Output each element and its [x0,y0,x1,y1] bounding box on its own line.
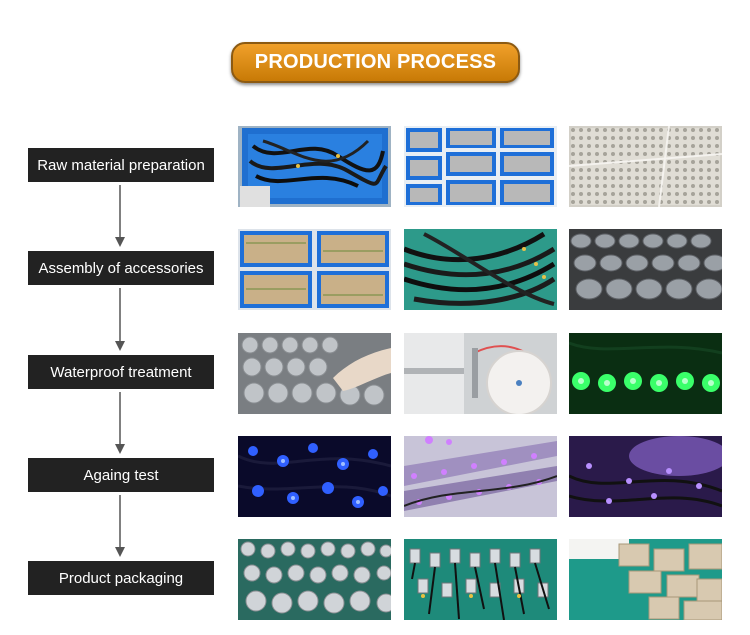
step-assembly-of-accessories: Assembly of accessories [28,251,214,285]
blue-trays-parts-photo [404,126,557,207]
blue-led-aging-photo [238,436,391,517]
down-arrow-icon [115,288,125,351]
down-arrow-icon [115,392,125,454]
purple-led-rack-photo [404,436,557,517]
step-againg-test: Againg test [28,458,214,492]
down-arrow-icon [115,495,125,557]
step-product-packaging: Product packaging [28,561,214,595]
down-arrow-icon [115,185,125,247]
sealing-machine-photo [404,333,557,414]
blue-crate-cables-photo [238,126,391,207]
violet-led-aging-photo [569,436,722,517]
green-led-test-photo [569,333,722,414]
packed-boxes-photo [569,539,722,620]
pcb-panels-photo [569,126,722,207]
mounted-led-fixtures-photo [569,229,722,310]
cable-bundle-photo [404,229,557,310]
step-raw-material-preparation: Raw material preparation [28,148,214,182]
page-title: PRODUCTION PROCESS [231,42,520,83]
finished-lights-photo [238,539,391,620]
gloved-hand-fixtures-photo [238,333,391,414]
step-waterproof-treatment: Waterproof treatment [28,355,214,389]
blue-trays-wired-boards-photo [238,229,391,310]
wired-lights-display-photo [404,539,557,620]
